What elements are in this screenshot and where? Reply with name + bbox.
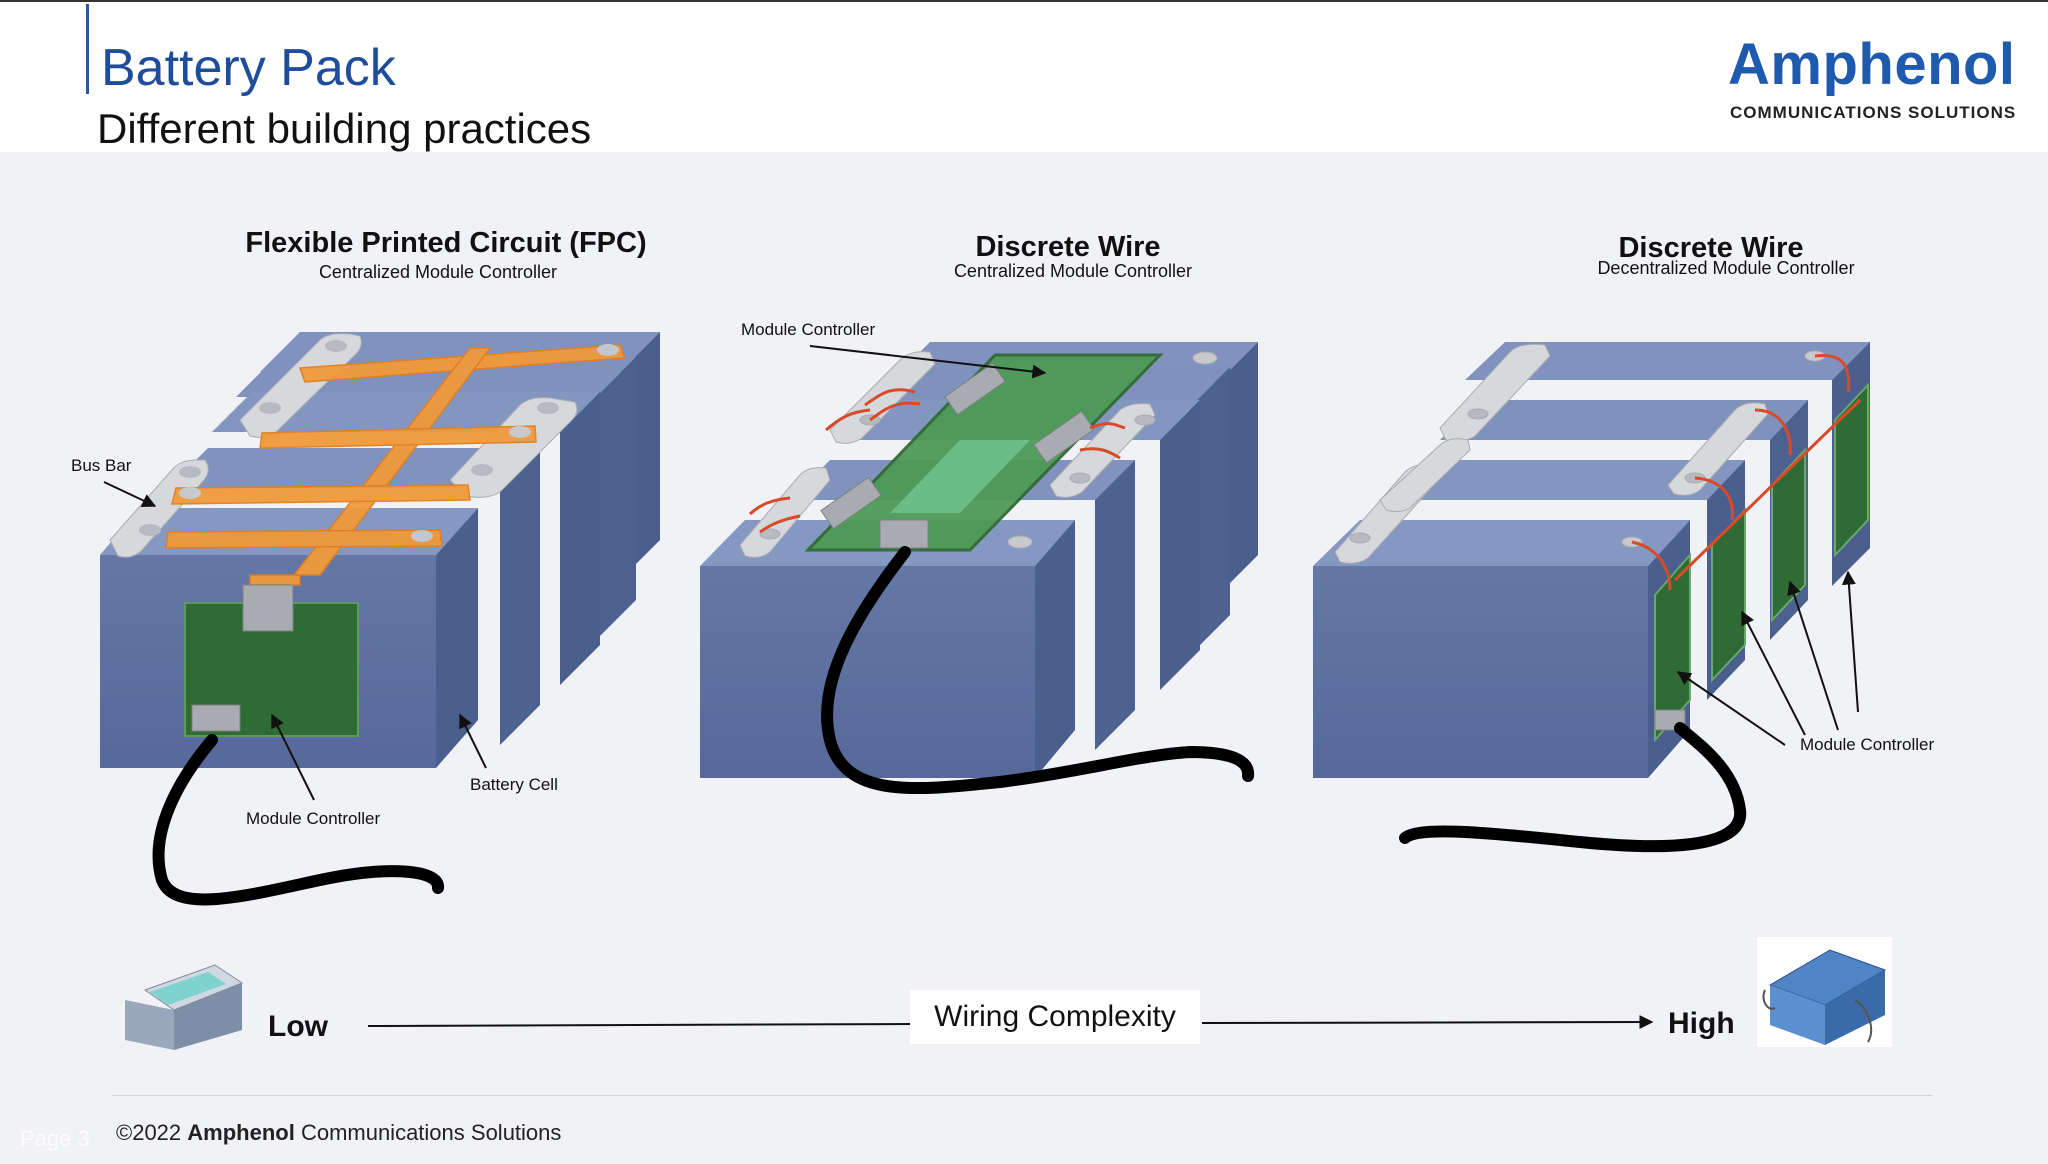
fpc-flex-circuit	[165, 344, 627, 586]
panel-discrete-central-subtitle: Centralized Module Controller	[954, 261, 1192, 281]
copyright-prefix: ©2022	[116, 1120, 188, 1145]
scale-center-box	[910, 990, 1200, 1044]
bus-bar	[449, 397, 578, 498]
scale-low-label: Low	[268, 1010, 329, 1043]
header-band: Battery Pack Different building practice…	[0, 0, 2048, 152]
page-title: Battery Pack	[101, 39, 396, 97]
battery-cell-front	[1313, 520, 1690, 778]
bus-bar	[109, 459, 209, 558]
module-controller-board	[184, 584, 359, 737]
panel-discrete-central: Discrete Wire Centralized Module Control…	[700, 231, 1258, 794]
bus-bar	[1334, 343, 1826, 564]
panel-discrete-central-title: Discrete Wire	[975, 231, 1160, 263]
cable	[152, 734, 444, 906]
module-controller-boards	[1654, 382, 1869, 743]
panel-fpc-subtitle: Centralized Module Controller	[319, 262, 557, 282]
copyright: ©2022 Amphenol Communications Solutions	[116, 1120, 561, 1146]
copyright-brand: Amphenol	[187, 1120, 295, 1145]
callout-module-controller: Module Controller	[741, 320, 876, 339]
callout-bus-bar: Bus Bar	[71, 456, 132, 475]
high-pack-thumbnail	[1757, 937, 1892, 1047]
scale-center-label: Wiring Complexity	[934, 1000, 1176, 1033]
panel-discrete-decentral-subtitle: Decentralized Module Controller	[1597, 258, 1854, 278]
panel-fpc-title: Flexible Printed Circuit (FPC)	[245, 227, 646, 259]
cable	[821, 546, 1255, 794]
amphenol-logo: Amphenol	[1728, 32, 2016, 97]
battery-cell	[212, 392, 600, 685]
logo-tagline: COMMUNICATIONS SOLUTIONS	[1730, 103, 2017, 122]
cable	[1399, 722, 1747, 853]
callout-module-controller: Module Controller	[246, 809, 381, 828]
copyright-suffix: Communications Solutions	[294, 1120, 562, 1145]
scale-high-label: High	[1668, 1007, 1735, 1040]
battery-cell	[168, 448, 540, 745]
title-accent-bar	[86, 4, 89, 94]
callout-module-controller: Module Controller	[1800, 735, 1935, 754]
low-pack-thumbnail	[125, 964, 244, 1050]
complexity-scale: Low Wiring Complexity High	[125, 937, 1892, 1050]
module-controller-board	[804, 353, 1164, 552]
bus-bar	[739, 351, 1218, 558]
page-subtitle: Different building practices	[97, 105, 592, 152]
discrete-wires	[748, 388, 1126, 534]
discrete-wires	[1631, 354, 1862, 591]
panel-fpc: Flexible Printed Circuit (FPC) Centraliz…	[71, 227, 660, 906]
panel-discrete-decentral: Discrete Wire Decentralized Module Contr…	[1313, 232, 1935, 853]
battery-cell-front	[700, 520, 1075, 778]
footer-divider	[112, 1095, 1932, 1096]
panel-discrete-decentral-title: Discrete Wire	[1618, 232, 1803, 264]
page-number: Page 3	[20, 1126, 90, 1151]
callout-battery-cell: Battery Cell	[470, 775, 558, 794]
